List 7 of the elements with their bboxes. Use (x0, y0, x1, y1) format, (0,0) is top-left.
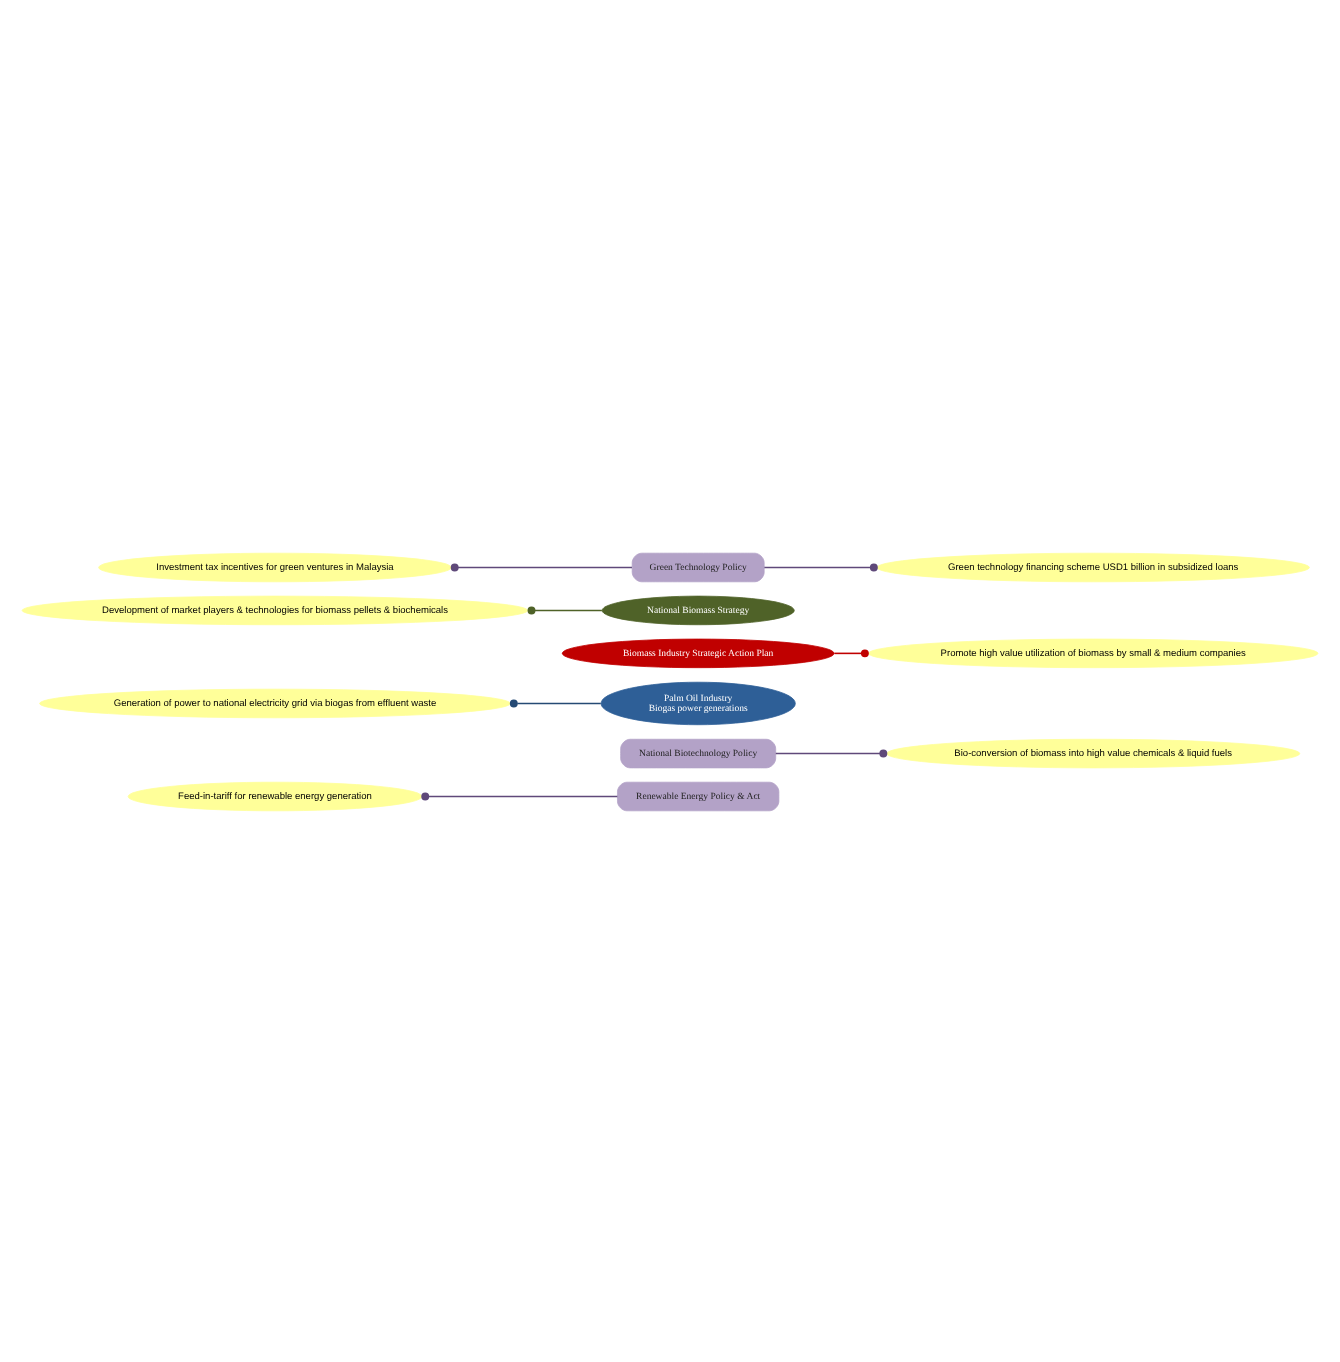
connector (421, 791, 619, 800)
connector (450, 562, 633, 571)
connector (527, 605, 603, 614)
connector (833, 648, 869, 657)
connector (763, 562, 878, 571)
connector (774, 748, 888, 757)
connector (509, 698, 602, 707)
